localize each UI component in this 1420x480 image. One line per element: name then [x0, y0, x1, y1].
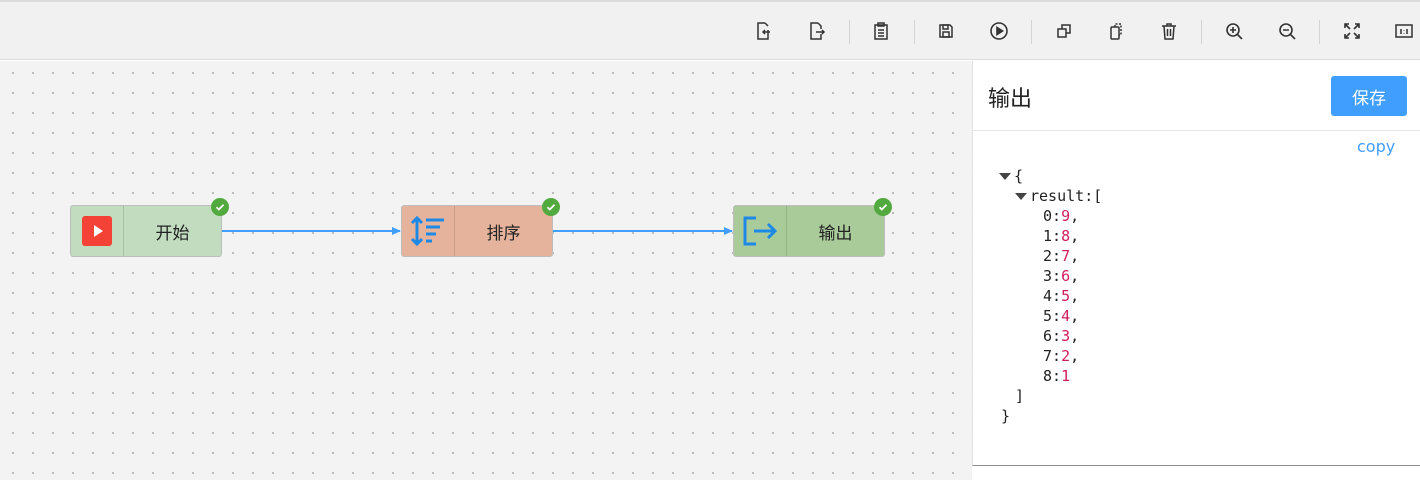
success-check-icon — [874, 198, 892, 216]
json-value: 7 — [1061, 247, 1071, 265]
json-key: result — [1030, 187, 1085, 205]
json-value: 8 — [1061, 227, 1071, 245]
json-index: 3 — [1043, 267, 1053, 285]
success-check-icon — [542, 198, 560, 216]
output-panel: 输出 保存 copy { result:[ 0:9,1:8,2:7,3:6,4:… — [972, 61, 1420, 466]
import-icon[interactable] — [751, 19, 775, 43]
node-label: 输出 — [818, 223, 853, 244]
json-value: 4 — [1061, 307, 1071, 325]
delete-icon[interactable] — [1157, 19, 1181, 43]
node-start[interactable]: 开始 — [70, 198, 229, 257]
json-value: 2 — [1061, 347, 1071, 365]
json-value: 1 — [1061, 367, 1071, 385]
clipboard-icon[interactable] — [869, 19, 893, 43]
fit-icon[interactable] — [1340, 19, 1364, 43]
json-index: 2 — [1043, 247, 1053, 265]
json-array-item: 4:5, — [1043, 287, 1080, 305]
collapse-toggle-icon[interactable] — [1015, 193, 1027, 200]
json-array-item: 7:2, — [1043, 347, 1080, 365]
json-index: 6 — [1043, 327, 1053, 345]
zoom-in-icon[interactable] — [1222, 19, 1246, 43]
json-array-item: 6:3, — [1043, 327, 1080, 345]
play-icon — [71, 206, 124, 256]
node-label: 排序 — [486, 223, 521, 244]
json-array-item: 8:1 — [1043, 367, 1071, 385]
json-array-item: 0:9, — [1043, 207, 1080, 225]
json-array-item: 1:8, — [1043, 227, 1080, 245]
flow-canvas[interactable]: 开始 排序 输出 — [0, 61, 972, 480]
panel-title: 输出 — [988, 87, 1033, 112]
edges — [222, 227, 733, 235]
collapse-toggle-icon[interactable] — [999, 173, 1011, 180]
copy-link[interactable]: copy — [1357, 137, 1396, 156]
duplicate-icon[interactable] — [1104, 19, 1128, 43]
json-index: 1 — [1043, 227, 1053, 245]
node-sort[interactable]: 排序 — [401, 198, 560, 257]
json-viewer: { result:[ 0:9,1:8,2:7,3:6,4:5,5:4,6:3,7… — [999, 167, 1103, 425]
json-index: 7 — [1043, 347, 1053, 365]
json-index: 0 — [1043, 207, 1053, 225]
json-array-item: 3:6, — [1043, 267, 1080, 285]
export-icon[interactable] — [804, 19, 828, 43]
json-array-item: 2:7, — [1043, 247, 1080, 265]
node-output[interactable]: 输出 — [733, 198, 892, 257]
json-array-item: 5:4, — [1043, 307, 1080, 325]
json-value: 3 — [1061, 327, 1071, 345]
json-index: 8 — [1043, 367, 1053, 385]
json-value: 9 — [1061, 207, 1071, 225]
json-value: 6 — [1061, 267, 1071, 285]
run-icon[interactable] — [987, 19, 1011, 43]
panel-header: 输出 保存 — [973, 61, 1420, 131]
zoom-out-icon[interactable] — [1275, 19, 1299, 43]
json-value: 5 — [1061, 287, 1071, 305]
copy-icon[interactable] — [1052, 19, 1076, 43]
node-label: 开始 — [155, 223, 190, 244]
save-button[interactable]: 保存 — [1331, 76, 1407, 116]
json-index: 5 — [1043, 307, 1053, 325]
output-exit-icon — [734, 206, 787, 256]
success-check-icon — [211, 198, 229, 216]
save-icon[interactable] — [934, 19, 958, 43]
actual-size-icon[interactable] — [1392, 19, 1416, 43]
sort-icon — [402, 206, 455, 256]
json-index: 4 — [1043, 287, 1053, 305]
toolbar — [0, 0, 1420, 60]
